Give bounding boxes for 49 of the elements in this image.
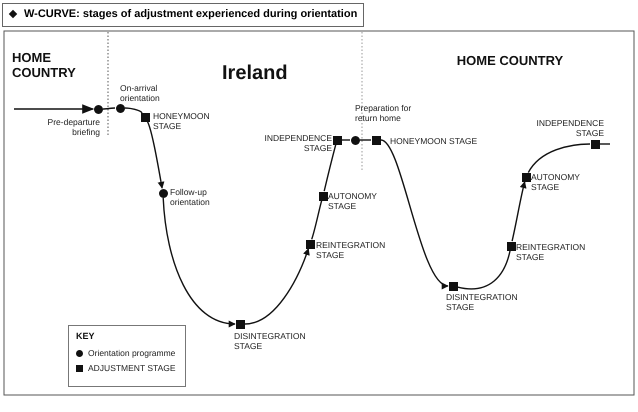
circle-marker bbox=[158, 188, 168, 198]
region-heading: Ireland bbox=[222, 62, 288, 85]
stage-label: HONEYMOON STAGE bbox=[153, 111, 211, 131]
stage-label: DISINTEGRATION STAGE bbox=[446, 292, 519, 312]
curve-segment bbox=[244, 248, 310, 325]
curve-segment bbox=[102, 107, 116, 110]
curve-segment bbox=[380, 139, 449, 287]
curve-segment bbox=[162, 198, 236, 327]
square-marker bbox=[140, 112, 150, 122]
orientation-label: Follow-up orientation bbox=[170, 187, 211, 207]
stage-label: INDEPENDENCE STAGE bbox=[263, 133, 332, 153]
curve-segment bbox=[14, 104, 94, 114]
square-marker bbox=[372, 136, 380, 144]
stage-label: DISINTEGRATION STAGE bbox=[234, 331, 307, 351]
orientation-label: On-arrival orientation bbox=[120, 83, 161, 103]
stage-label: HONEYMOON STAGE bbox=[390, 136, 478, 146]
curve-segment bbox=[458, 250, 511, 290]
region-heading: HOME COUNTRY bbox=[12, 50, 77, 80]
circle-marker bbox=[94, 104, 102, 114]
curve-segment bbox=[511, 181, 527, 242]
region-heading: HOME COUNTRY bbox=[456, 53, 564, 68]
curve-segment bbox=[124, 107, 143, 114]
stage-label: REINTEGRATION STAGE bbox=[516, 242, 586, 262]
legend-label: Orientation programme bbox=[88, 348, 176, 358]
square-marker bbox=[448, 282, 458, 290]
stage-label: AUTONOMY STAGE bbox=[531, 172, 581, 192]
square-marker bbox=[522, 172, 530, 182]
legend-heading: KEY bbox=[76, 331, 95, 341]
stage-label: AUTONOMY STAGE bbox=[328, 191, 378, 211]
square-marker bbox=[318, 192, 328, 200]
square-marker bbox=[506, 242, 516, 250]
curve-segment bbox=[600, 143, 610, 145]
square-marker bbox=[590, 140, 600, 148]
curve-segment bbox=[146, 121, 164, 189]
stage-label: INDEPENDENCE STAGE bbox=[535, 118, 604, 138]
orientation-label: Pre-departure briefing bbox=[46, 117, 100, 137]
stage-label: REINTEGRATION STAGE bbox=[316, 240, 386, 260]
circle-marker bbox=[116, 104, 124, 112]
square-marker bbox=[306, 240, 314, 248]
curve-segment bbox=[528, 143, 590, 173]
square-marker bbox=[236, 320, 244, 328]
orientation-label: Preparation for return home bbox=[355, 103, 412, 123]
circle-marker bbox=[350, 136, 360, 144]
square-marker bbox=[332, 136, 342, 144]
curve-segment bbox=[324, 144, 336, 192]
title-text: W-CURVE: stages of adjustment experienced during orientation bbox=[24, 8, 358, 20]
curve-segment bbox=[360, 139, 371, 141]
legend-label: ADJUSTMENT STAGE bbox=[88, 363, 176, 373]
curve-segment bbox=[311, 200, 322, 240]
